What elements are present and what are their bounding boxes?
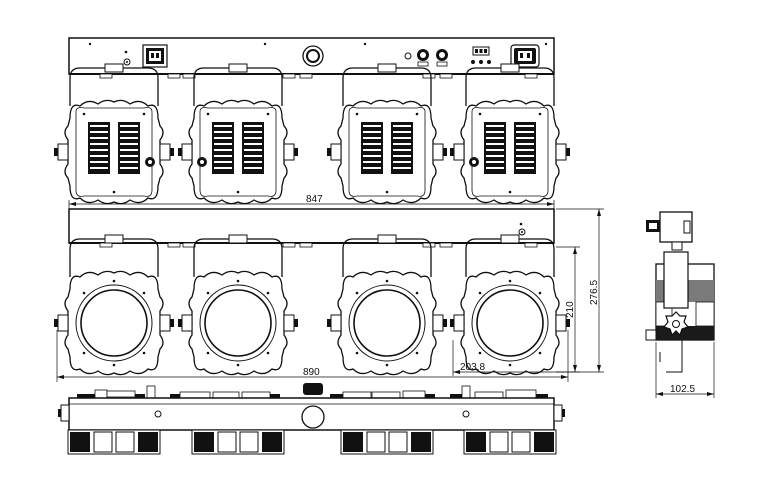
dimension-label-210: 210 — [565, 301, 576, 318]
front-view — [53, 208, 571, 376]
rear-view — [53, 37, 571, 205]
front-head-1 — [53, 234, 175, 376]
power-out-socket — [142, 44, 168, 68]
power-in-socket — [510, 44, 540, 68]
bottom-head-2 — [191, 429, 285, 455]
dimension-head-spacing — [452, 340, 560, 376]
dimension-label-203-8: 203.8 — [460, 362, 485, 373]
ground-symbol — [518, 222, 526, 236]
tilt-knob-icon — [145, 157, 155, 167]
fuse-holder — [302, 45, 324, 67]
rear-head-1 — [53, 63, 175, 205]
led-display — [471, 46, 491, 64]
tilt-knob-icon — [197, 157, 207, 167]
star-knob-icon — [662, 311, 690, 337]
side-view — [645, 211, 715, 373]
front-head-2 — [177, 234, 299, 376]
front-bar — [68, 208, 555, 244]
end-bracket-right — [553, 404, 565, 422]
bottom-head-1 — [67, 429, 161, 455]
tilt-knob-icon — [469, 157, 479, 167]
bottom-head-3 — [340, 429, 434, 455]
side-knob-icon — [646, 220, 660, 232]
dmx-out-connector — [436, 49, 448, 67]
dimension-label-276-5: 276.5 — [589, 280, 600, 305]
dmx-in-connector — [417, 49, 429, 67]
end-bracket-left — [58, 404, 70, 422]
dimension-depth — [655, 342, 715, 398]
rear-head-3 — [326, 63, 448, 205]
rear-head-4 — [449, 63, 571, 205]
ground-symbol — [123, 50, 131, 66]
front-head-4 — [449, 234, 571, 376]
dimension-label-847: 847 — [306, 194, 323, 205]
bottom-head-4 — [463, 429, 557, 455]
dimension-label-102-5: 102.5 — [670, 384, 695, 395]
dimension-width-overall — [56, 330, 569, 382]
mic-port — [404, 52, 412, 60]
front-head-3 — [326, 234, 448, 376]
dimension-label-890: 890 — [303, 367, 320, 378]
center-knob-icon — [301, 383, 325, 429]
bottom-view — [58, 383, 565, 455]
rear-head-2 — [177, 63, 299, 205]
